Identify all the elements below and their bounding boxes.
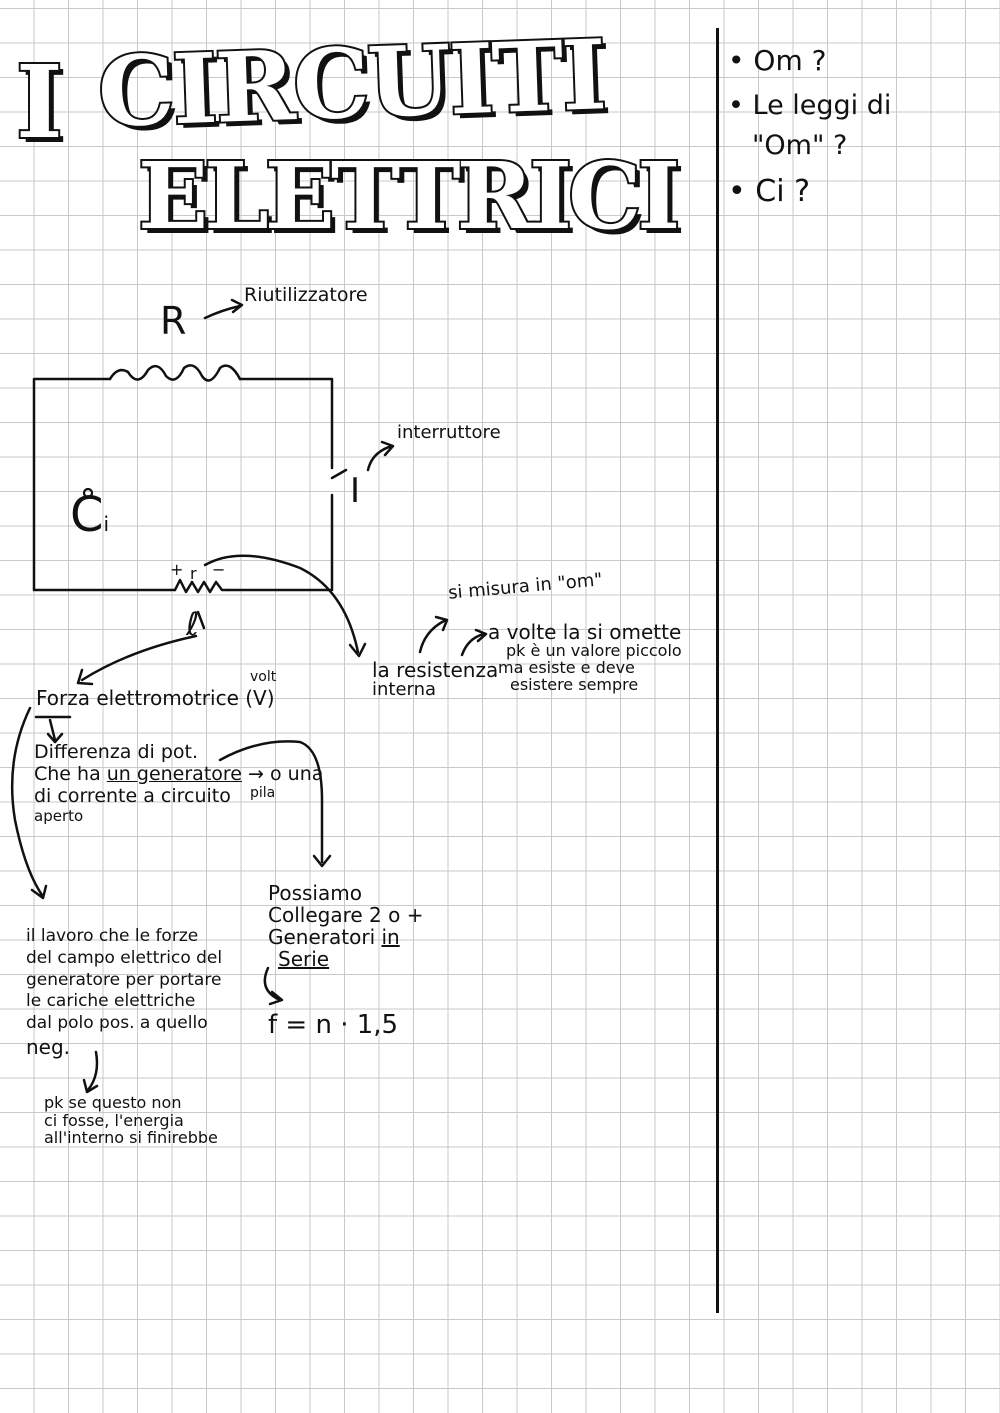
switch-lever xyxy=(330,468,348,480)
series-line: Collegare 2 o + xyxy=(268,903,424,927)
work-line: il lavoro che le forze xyxy=(26,926,199,946)
sidebar-item-text: Le leggi di xyxy=(752,90,892,121)
sidebar-item-om: • Om ? xyxy=(728,46,827,75)
generator-symbol xyxy=(173,578,230,594)
work-line: neg. xyxy=(26,1034,71,1059)
definition-line: aperto xyxy=(34,806,84,825)
current-letter: C xyxy=(70,487,104,543)
series-text: Generatori xyxy=(268,925,382,949)
switch-label: I xyxy=(350,471,361,511)
arrow-head xyxy=(30,884,48,900)
emf-definition: Differenza di pot. Che ha un generatore … xyxy=(34,741,324,825)
resistor-note: Riutilizzatore xyxy=(244,284,368,306)
work-line: del campo elettrico del xyxy=(26,947,223,968)
arrow-head xyxy=(434,615,449,632)
generator-r: r xyxy=(190,564,197,583)
definition-line: di corrente a circuito xyxy=(34,784,231,807)
title-i: I xyxy=(14,43,65,161)
series-formula: f = n · 1,5 xyxy=(268,1010,399,1040)
work-consequence: pk se questo non ci fosse, l'energia all… xyxy=(44,1094,218,1147)
definition-text: Che ha xyxy=(34,762,107,785)
arrow-head xyxy=(230,298,244,314)
arrow-head xyxy=(268,990,284,1006)
work-line: generatore per portare xyxy=(26,969,222,990)
consequence-line: ci fosse, l'energia xyxy=(44,1110,184,1130)
current-subscript: i xyxy=(103,512,110,536)
margin-line xyxy=(716,28,719,1313)
consequence-line: all'interno si finirebbe xyxy=(44,1128,218,1148)
work-line: le cariche elettriche xyxy=(26,991,196,1012)
sidebar-item-text: Om ? xyxy=(753,44,827,77)
emf-pila: pila xyxy=(250,785,276,801)
consequence-line: pk se questo non xyxy=(44,1093,182,1112)
emf-title: Forza elettromotrice (V) xyxy=(36,686,275,710)
series-text: in xyxy=(381,925,400,949)
arrow-head xyxy=(474,628,488,643)
label-line: interna xyxy=(372,679,437,700)
arrow-unit-note xyxy=(418,618,448,654)
bullet: • xyxy=(728,174,746,209)
note-line: esistere sempre xyxy=(510,674,639,694)
series-line: Generatori in xyxy=(268,926,423,948)
series-line: Possiamo xyxy=(268,881,362,905)
unit-note: si misura in "om" xyxy=(447,569,604,604)
arrow-head xyxy=(348,642,367,658)
arrow-head xyxy=(380,440,395,457)
arrow-omit-note xyxy=(460,632,486,657)
note-line: pk è un valore piccolo xyxy=(506,641,682,660)
emf-symbol: ℓ xyxy=(186,605,200,643)
label-line: la resistenza xyxy=(372,658,499,682)
generator-minus: − xyxy=(212,560,226,579)
arrow-resistor-note xyxy=(203,304,242,320)
sidebar-item-leggi: • Le leggi di xyxy=(728,90,892,121)
switch-note: interruttore xyxy=(397,422,501,443)
sidebar-item-text: Ci ? xyxy=(755,174,810,209)
arrow-head xyxy=(312,854,332,868)
generator-term: un generatore xyxy=(106,762,242,785)
arrow-internal-resistance xyxy=(203,554,360,654)
arrow-head xyxy=(82,1078,99,1094)
definition-line: Differenza di pot. xyxy=(34,741,199,763)
arrow-head xyxy=(76,668,94,686)
title-elettrici: ELETTRICI xyxy=(136,142,682,250)
arrow-emf xyxy=(80,634,198,682)
current-symbol: Ci xyxy=(70,490,109,540)
sidebar-item-ci: • Ci ? xyxy=(728,176,810,208)
generator-plus: + xyxy=(170,560,184,579)
internal-resistance-label: la resistenza interna xyxy=(372,660,498,700)
circuit-wire xyxy=(32,377,334,592)
sidebar-item-text: "Om" ? xyxy=(752,130,848,161)
definition-text: → o una xyxy=(241,762,324,785)
definition-line: Che ha un generatore → o una xyxy=(34,762,324,786)
arrow-switch-note xyxy=(366,444,394,472)
arrow-formula xyxy=(263,966,282,1002)
bullet: • xyxy=(728,90,744,121)
emf-unit: volt xyxy=(250,669,277,685)
note-line: ma esiste e deve xyxy=(498,657,635,677)
work-line: dal polo pos. a quello xyxy=(26,1013,208,1033)
series-note: Possiamo Collegare 2 o + Generatori in S… xyxy=(268,882,423,970)
series-line: Serie xyxy=(278,947,330,971)
title-circuiti: CIRCUITI xyxy=(94,16,608,151)
omit-note: a volte la si omette pk è un valore picc… xyxy=(488,622,682,693)
arrow-difference xyxy=(48,718,57,742)
note-line: a volte la si omette xyxy=(488,620,682,644)
work-definition: il lavoro che le forze del campo elettri… xyxy=(26,926,222,1060)
resistor-label: R xyxy=(160,299,187,343)
bullet: • xyxy=(728,44,745,77)
resistor-symbol xyxy=(108,364,242,382)
sidebar-item-om-quote: "Om" ? xyxy=(752,130,848,161)
